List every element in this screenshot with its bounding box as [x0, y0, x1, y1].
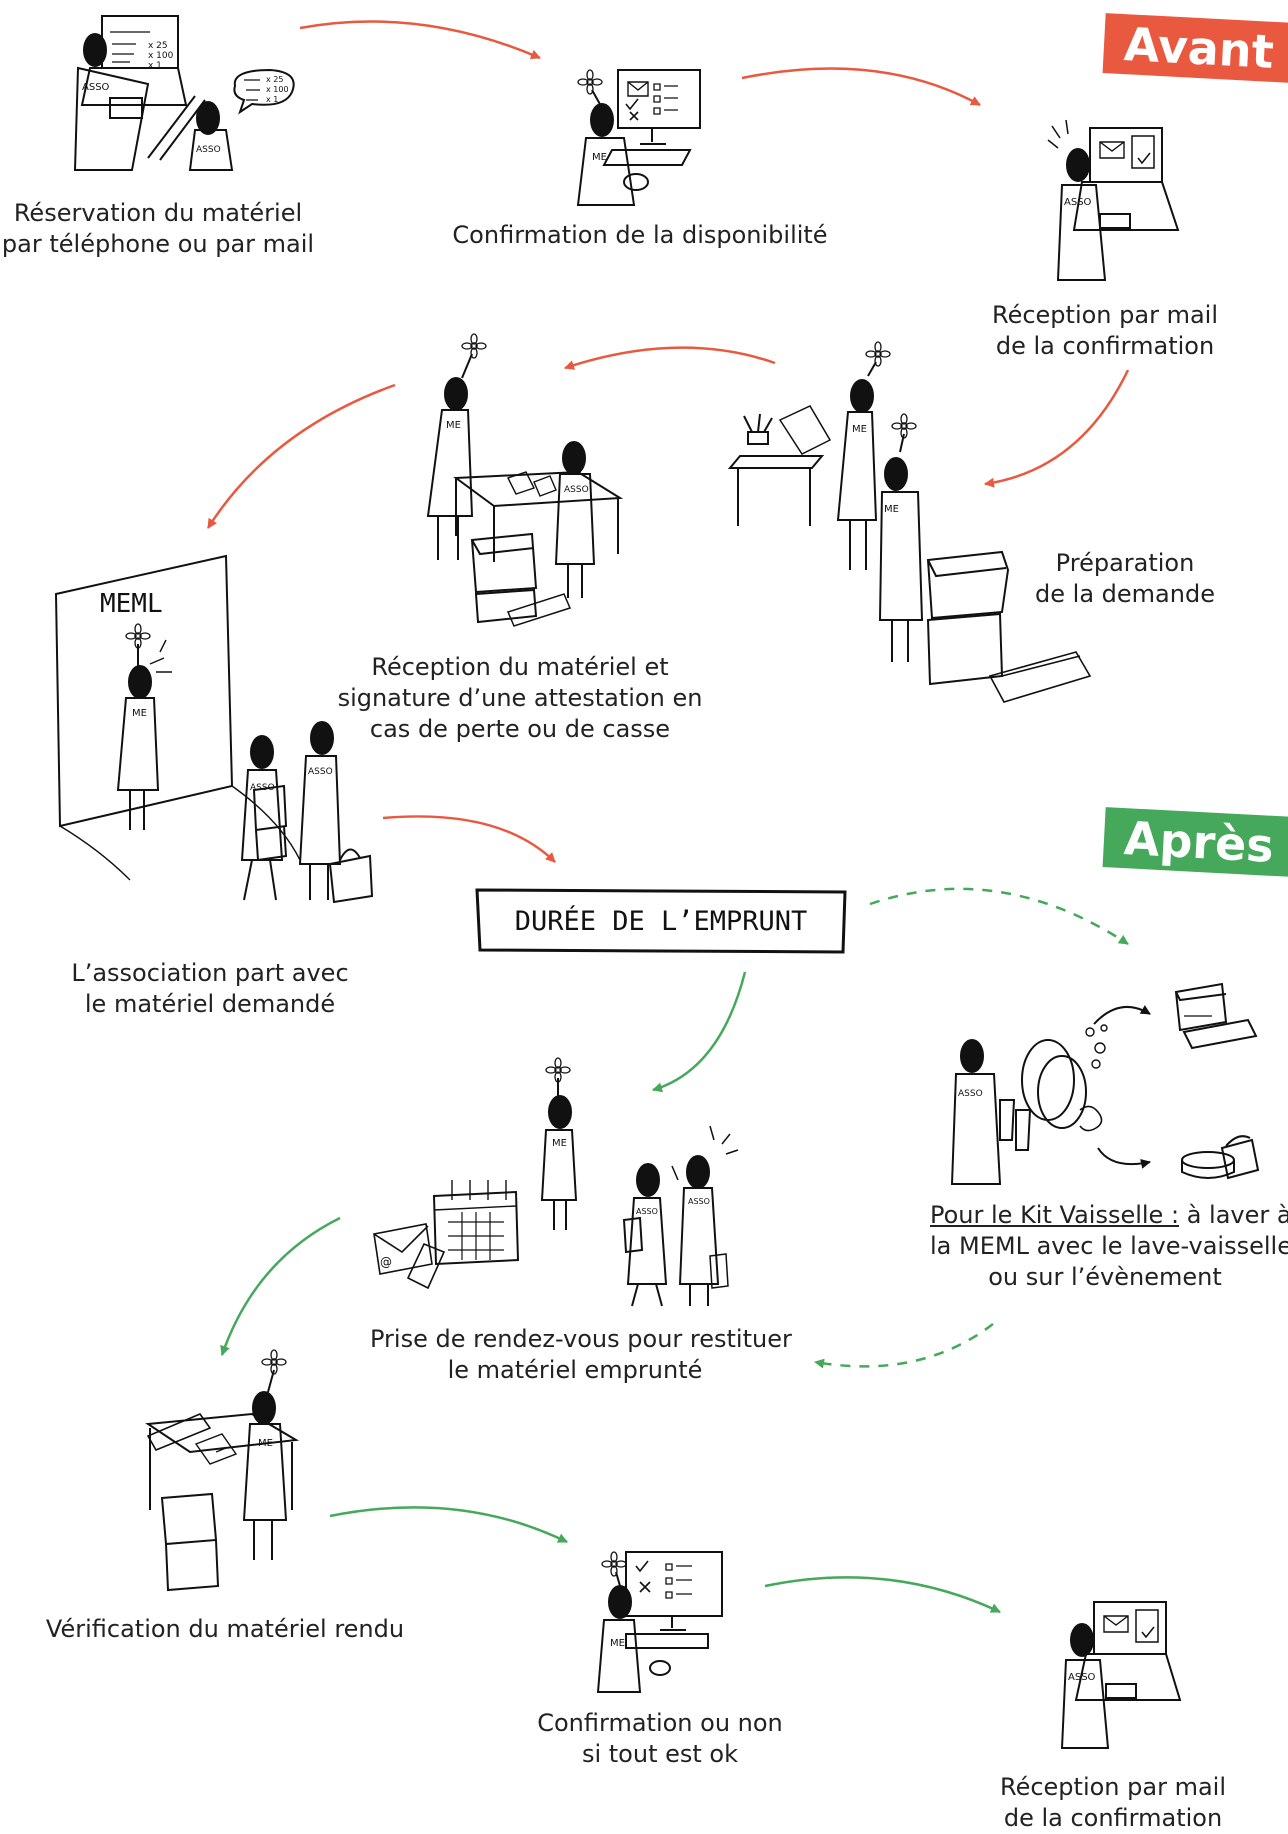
arrow-step3-to-step4	[984, 369, 1130, 488]
scene-association-leaves: MEML ME ASSO ASSO	[54, 554, 374, 904]
quantity-label: x 25	[148, 41, 168, 51]
loan-duration-label: DURÉE DE L’EMPRUNT	[515, 905, 808, 937]
scene-reservation: x 25 x 100 x 1 ASSO ASSO x 25 x 100 x 1	[73, 15, 295, 171]
caption-preparation: Préparation de la demande	[1035, 549, 1215, 608]
scene-mail-reception-top: ASSO	[1047, 119, 1180, 281]
caption-appointment: Prise de rendez-vous pour restituer le m…	[370, 1325, 792, 1384]
asso-label: ASSO	[1068, 1672, 1096, 1683]
asso-label: ASSO	[688, 1197, 710, 1206]
arrow-loan-to-appointment	[652, 971, 747, 1093]
caption-equipment-reception: Réception du matériel et signature d’une…	[337, 653, 703, 743]
caption-verification: Vérification du matériel rendu	[45, 1615, 405, 1643]
me-label: ME	[132, 708, 147, 719]
arrow-step5-to-step6	[206, 383, 396, 529]
scene-equipment-reception: ME ASSO	[426, 333, 624, 627]
scene-appointment: @ ME ASSO ASSO	[373, 1057, 739, 1307]
quantity-label: x 1	[266, 95, 278, 104]
asso-label: ASSO	[196, 145, 221, 155]
svg-text:@: @	[380, 1255, 392, 1269]
arrow-step6-to-loan	[382, 815, 556, 863]
quantity-label: x 1	[148, 61, 162, 71]
arrow-step2-to-step3	[741, 67, 981, 107]
scene-verification: ME	[145, 1349, 300, 1592]
caption-reservation: Réservation du matériel par téléphone ou…	[1, 199, 315, 258]
arrow-check-to-confirm	[329, 1506, 568, 1544]
caption-dishwashing-kit: Pour le Kit Vaisselle : à laver à la MEM…	[930, 1201, 1288, 1291]
scene-preparation: ME ME	[727, 341, 1092, 703]
scene-dishwashing-kit: ASSO	[950, 982, 1260, 1185]
kit-link-text: Pour le Kit Vaisselle :	[930, 1201, 1180, 1229]
asso-label: ASSO	[636, 1207, 658, 1216]
caption-confirmation-bottom: Confirmation ou non si tout est ok	[537, 1709, 783, 1768]
quantity-label: x 100	[148, 51, 174, 61]
quantity-label: x 25	[266, 75, 283, 84]
badge-apres: Après	[1102, 807, 1288, 877]
scene-confirmation-bottom: ME	[596, 1551, 723, 1693]
me-label: ME	[446, 420, 461, 431]
arrow-confirm-to-reception	[764, 1576, 1001, 1614]
quantity-label: x 100	[266, 85, 289, 94]
loan-duration-box: DURÉE DE L’EMPRUNT	[475, 888, 847, 954]
me-label: ME	[258, 1438, 273, 1449]
me-label: ME	[610, 1638, 625, 1649]
asso-label: ASSO	[1064, 197, 1092, 208]
arrow-loan-to-kit	[869, 887, 1129, 946]
meml-sign: MEML	[100, 589, 163, 619]
caption-association-leaves: L’association part avec le matériel dema…	[71, 959, 349, 1018]
me-label: ME	[552, 1138, 567, 1149]
asso-label: ASSO	[82, 82, 110, 93]
asso-label: ASSO	[958, 1089, 983, 1099]
arrow-step4-to-step5	[564, 346, 776, 370]
scene-mail-reception-bottom: ASSO	[1060, 1601, 1182, 1749]
after-arrows	[220, 887, 1129, 1614]
caption-mail-reception-top: Réception par mail de la confirmation	[991, 301, 1219, 360]
scene-availability: ME	[576, 69, 701, 206]
asso-label: ASSO	[564, 485, 589, 495]
me-label: ME	[592, 152, 607, 163]
arrow-kit-to-appointment	[814, 1323, 994, 1369]
before-arrows	[206, 20, 1130, 863]
arrow-step1-to-step2	[299, 20, 541, 60]
me-label: ME	[852, 424, 867, 435]
caption-mail-reception-bottom: Réception par mail de la confirmation	[999, 1773, 1227, 1832]
badge-avant: Avant	[1102, 13, 1288, 83]
caption-availability: Confirmation de la disponibilité	[452, 221, 828, 249]
asso-label: ASSO	[308, 767, 333, 777]
me-label: ME	[884, 504, 899, 515]
arrow-appointment-to-check	[220, 1216, 341, 1356]
